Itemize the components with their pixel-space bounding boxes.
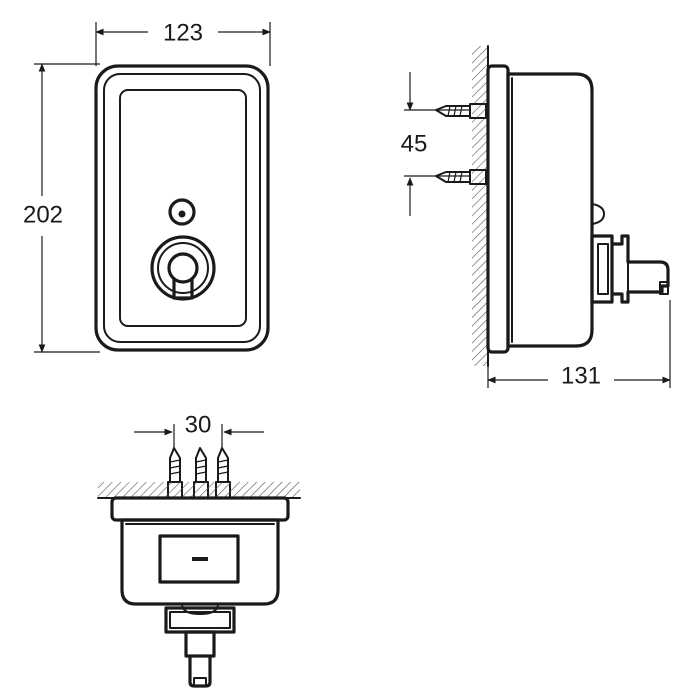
front-view: 123 202 [23, 19, 271, 353]
width-dimension: 123 [95, 19, 271, 66]
screw-spacing-side-label: 45 [401, 130, 428, 157]
dispenser-side-body [506, 72, 594, 348]
wall-hatch [472, 46, 488, 366]
wall-screw-upper [435, 103, 487, 119]
dispenser-front-inner-rim [103, 73, 261, 343]
width-label: 123 [163, 19, 203, 46]
push-valve-icon [590, 234, 670, 304]
height-dimension: 202 [23, 63, 100, 353]
depth-label: 131 [561, 362, 601, 389]
screw-spacing-bottom-dimension: 30 [134, 411, 264, 448]
screw-spacing-bottom-label: 30 [185, 411, 212, 438]
dispenser-front-outline [94, 64, 270, 352]
screw-spacing-side-dimension: 45 [401, 72, 470, 216]
push-button-icon [150, 235, 216, 301]
side-view: 45 [401, 45, 671, 389]
wall-screw-lower [435, 169, 487, 185]
level-window-side-icon [591, 203, 605, 225]
dispenser-front-panel [119, 89, 247, 327]
level-window-icon [168, 198, 196, 226]
bottom-view: 30 [97, 411, 301, 688]
dispenser-bottom-body [120, 518, 280, 606]
height-label: 202 [23, 201, 63, 228]
wall-plate-bottom [110, 496, 290, 522]
depth-dimension: 131 [487, 300, 671, 389]
wall-hatch-bottom [98, 482, 300, 498]
bottom-valve-icon [164, 603, 236, 688]
bottom-window [158, 534, 240, 584]
wall-plate [486, 64, 510, 354]
